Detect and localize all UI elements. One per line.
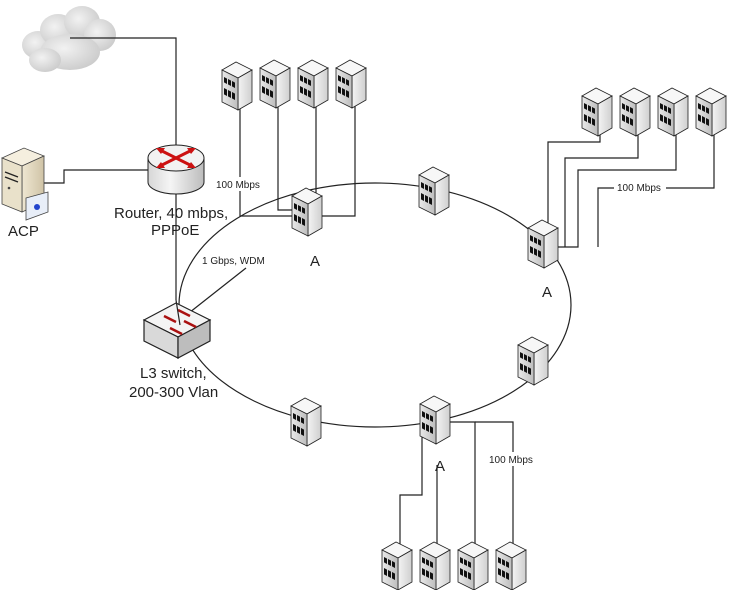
ring-node-top [418, 166, 450, 216]
ring-speed-label: 1 Gbps, WDM [202, 256, 265, 267]
acp-link-line [26, 169, 150, 184]
router-label-line2: PPPoE [151, 222, 199, 239]
acp-label: ACP [8, 223, 39, 240]
top-left-buildings [221, 59, 367, 111]
bottom-speed-label: 100 Mbps [489, 455, 533, 466]
l3-switch-icon [142, 302, 212, 359]
hub-top-left-label: A [310, 253, 320, 270]
internet-uplink-line [70, 37, 177, 300]
right-buildings [581, 87, 727, 137]
ring-node-lower-left [290, 397, 322, 447]
switch-label-line2: 200-300 Vlan [129, 384, 218, 401]
router-icon [147, 144, 205, 195]
router-label-line1: Router, 40 mbps, [114, 205, 228, 222]
right-speed-label: 100 Mbps [617, 183, 661, 194]
ring-node-hub-right [527, 219, 559, 269]
hub-right-label: A [542, 284, 552, 301]
ring-node-hub-top-left [291, 187, 323, 237]
switch-uplink-line [175, 299, 181, 326]
hub-bottom-label: A [435, 458, 445, 475]
internet-cloud-icon [22, 6, 116, 72]
acp-server-icon [0, 147, 49, 221]
ring-node-hub-bottom [419, 395, 451, 445]
ring-node-lower-right [517, 336, 549, 386]
ring-link [178, 182, 572, 428]
top-left-speed-label: 100 Mbps [216, 180, 260, 191]
switch-label-line1: L3 switch, [140, 365, 207, 382]
bottom-buildings [381, 541, 527, 590]
